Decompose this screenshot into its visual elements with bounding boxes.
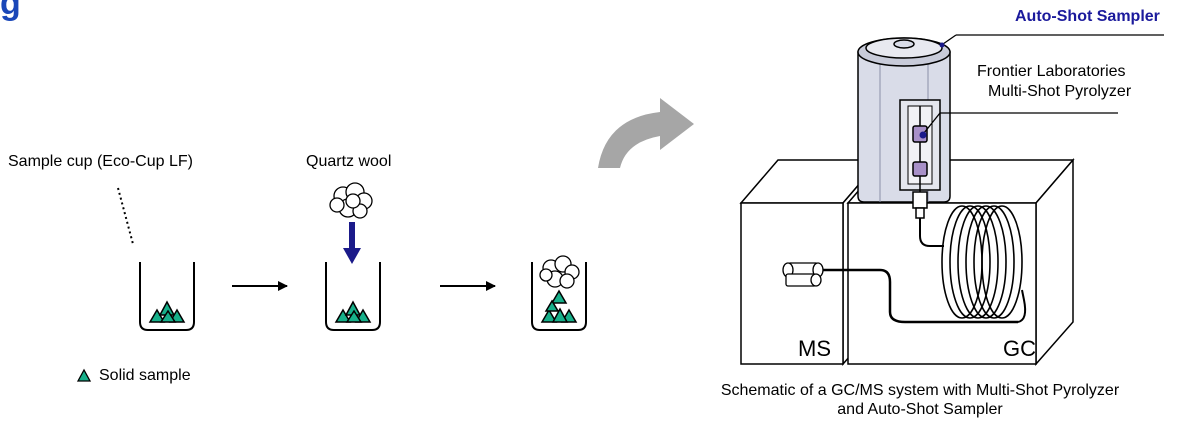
caption-line2: and Auto-Shot Sampler	[837, 401, 1003, 418]
solid-sample-triangles-3	[540, 289, 578, 323]
sample-cup-label: Sample cup (Eco-Cup LF)	[8, 153, 193, 170]
sample-cup-leader	[117, 187, 134, 245]
ms-label: MS	[798, 336, 831, 361]
sample-cup-2	[325, 262, 381, 331]
pyrolyzer-label-line1: Frontier Laboratories	[977, 63, 1126, 80]
label-pointer-lines	[919, 34, 1164, 139]
quartz-wool-in-cup	[539, 255, 580, 289]
gc-label: GC	[1003, 336, 1036, 361]
quartz-wool-icon	[329, 182, 373, 219]
sample-cup-3	[531, 255, 587, 331]
gc-column-coil	[941, 205, 1023, 319]
solid-sample-legend-label: Solid sample	[99, 367, 191, 384]
pyrolyzer-unit	[857, 37, 951, 219]
ms-inlet-icon	[782, 262, 824, 287]
column-inlet-line	[919, 218, 944, 247]
heading-fragment: g	[0, 0, 21, 22]
column-outlet-line	[1017, 289, 1027, 323]
transfer-line	[823, 268, 1018, 324]
solid-sample-legend-icon	[76, 368, 92, 382]
auto-shot-sampler-label: Auto-Shot Sampler	[1015, 8, 1160, 25]
insert-wool-arrow	[343, 222, 361, 264]
quartz-wool-label: Quartz wool	[306, 153, 392, 170]
caption-line1: Schematic of a GC/MS system with Multi-S…	[720, 382, 1120, 399]
solid-sample-triangles-2	[334, 300, 372, 323]
solid-sample-triangles-1	[148, 300, 186, 323]
pyrolyzer-label-line2: Multi-Shot Pyrolyzer	[988, 83, 1132, 100]
curved-transition-arrow	[598, 98, 694, 168]
sample-cup-1	[139, 262, 195, 331]
